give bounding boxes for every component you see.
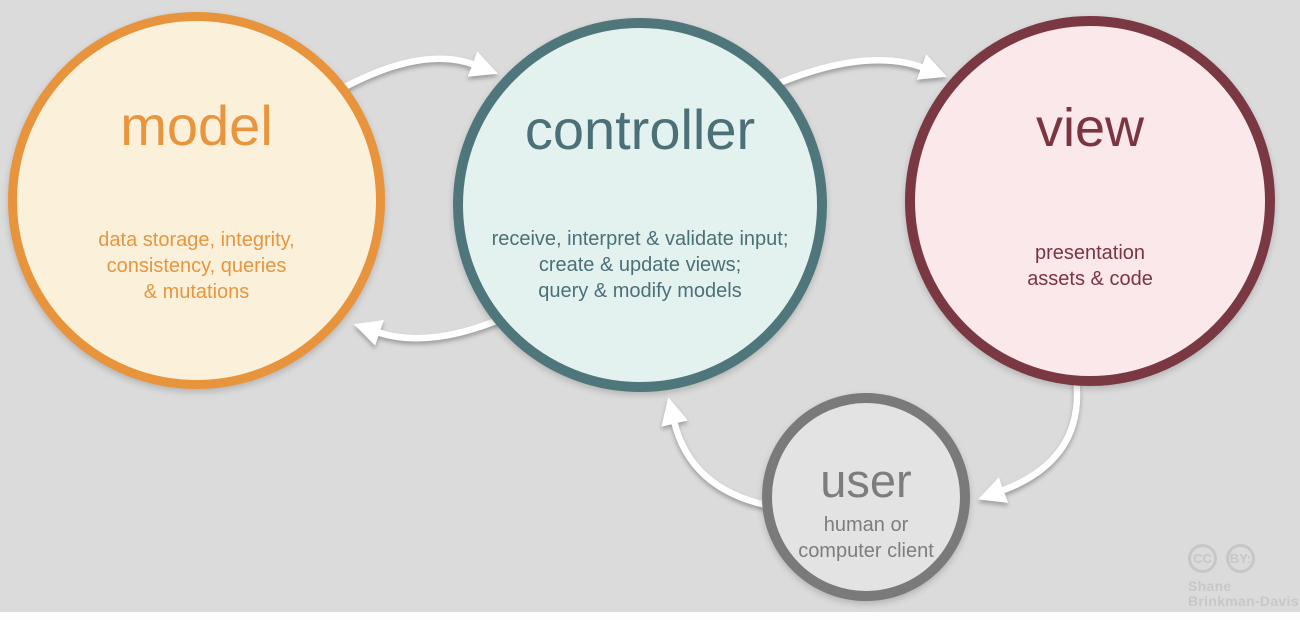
creative-commons-icon: CC <box>1188 544 1217 573</box>
controller-node: controller receive, interpret & validate… <box>453 18 827 392</box>
arrow-controller-to-view <box>768 54 947 90</box>
model-desc-line: & mutations <box>143 281 250 303</box>
view-description: presentation assets & code <box>915 240 1265 292</box>
user-desc-line: computer client <box>798 540 934 562</box>
controller-desc-line: query & modify models <box>538 280 742 302</box>
arrow-view-to-user <box>977 374 1081 503</box>
user-desc-line: human or <box>823 514 909 536</box>
author-name-line: Brinkman-Davis <box>1188 593 1299 609</box>
model-desc-line: consistency, queries <box>106 255 287 277</box>
view-desc-line: presentation <box>1034 242 1146 264</box>
model-title: model <box>120 94 273 157</box>
view-node: view presentation assets & code <box>905 16 1275 386</box>
cc-by-icon: BY: <box>1226 544 1255 573</box>
model-node: model data storage, integrity, consisten… <box>8 12 385 389</box>
controller-desc-line: create & update views; <box>538 254 742 276</box>
view-desc-line: assets & code <box>1027 268 1153 290</box>
arrow-model-to-controller <box>328 51 498 98</box>
view-title: view <box>1035 98 1145 158</box>
arrow-user-to-controller <box>661 397 770 509</box>
user-description: human or computer client <box>772 512 960 564</box>
bottom-strip <box>0 612 1300 620</box>
user-title: user <box>820 454 912 507</box>
controller-title: controller <box>524 98 756 161</box>
author-name: Shane Brinkman-Davis <box>1188 579 1299 609</box>
license-attribution: CC BY: Shane Brinkman-Davis <box>1188 544 1299 609</box>
model-desc-line: data storage, integrity, <box>98 229 295 251</box>
user-node: user human or computer client <box>762 393 970 601</box>
controller-description: receive, interpret & validate input; cre… <box>463 226 817 304</box>
arrow-controller-to-model <box>353 312 512 346</box>
license-badges: CC BY: <box>1188 544 1299 573</box>
model-description: data storage, integrity, consistency, qu… <box>17 227 376 305</box>
controller-desc-line: receive, interpret & validate input; <box>491 228 789 250</box>
author-name-line: Shane <box>1188 578 1232 594</box>
